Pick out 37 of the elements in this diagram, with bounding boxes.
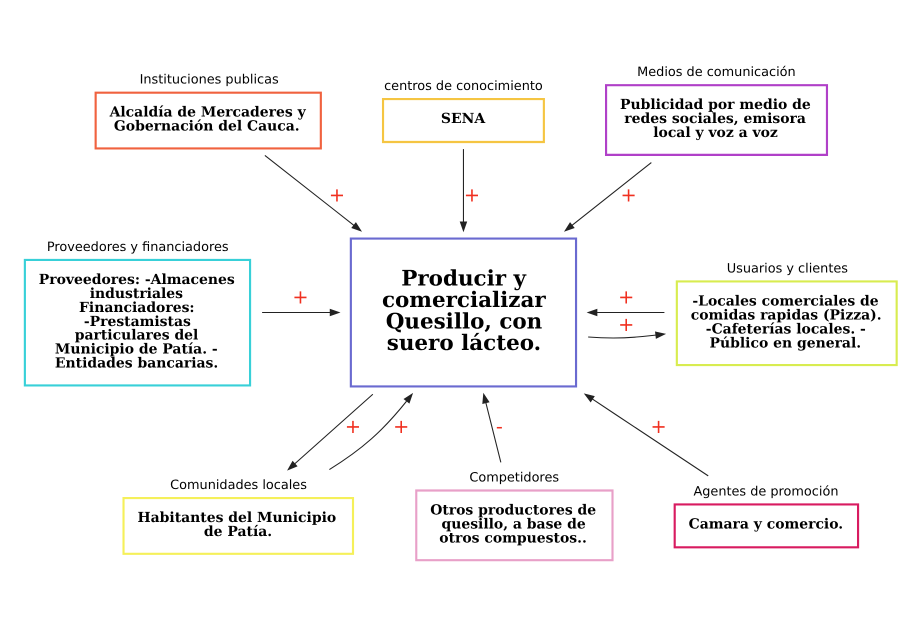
node-label: Medios de comunicación: [637, 65, 796, 80]
arrow: [482, 392, 502, 462]
node-box: Habitantes del Municipio de Patía.: [122, 496, 354, 555]
edge-label: +: [618, 313, 634, 336]
arrow: [329, 392, 414, 470]
edge-label: +: [464, 183, 480, 206]
node-label: Comunidades locales: [170, 478, 307, 494]
edge-label: -: [496, 415, 503, 438]
node-box: Camara y comercio.: [674, 503, 860, 548]
node-label: Usuarios y clientes: [726, 261, 848, 276]
node-box: Alcaldía de Mercaderes y Gobernación del Cauca.: [94, 92, 322, 150]
edge-label: +: [618, 285, 634, 308]
edge-label: +: [393, 415, 410, 438]
arrow: [287, 394, 374, 471]
arrow: [264, 154, 362, 232]
edge-label: +: [620, 183, 637, 206]
node-label: centros de conocimiento: [384, 79, 543, 94]
arrow: [460, 149, 468, 232]
node-box: SENA: [382, 98, 545, 144]
node-label: Proveedores y financiadores: [46, 240, 229, 255]
arrow: [584, 393, 709, 476]
node-box: Otros productores de quesillo, a base de otros compuestos..: [415, 489, 614, 562]
arrow: [564, 162, 652, 232]
edge-label: +: [292, 285, 309, 308]
edge-label: +: [344, 415, 362, 438]
arrow: [588, 331, 666, 339]
node-box: Proveedores: -Almacenes industriales Financiadores: -Prestamistas particulares del Municipio de Patía. - Entidades bancarias.: [24, 258, 252, 386]
node-label: Instituciones publicas: [140, 72, 279, 88]
node-box: Publicidad por medio de redes sociales, emisora local y voz a voz: [605, 84, 828, 156]
arrow: [586, 308, 664, 316]
edge-label: +: [650, 415, 667, 438]
node-box: -Locales comerciales de comidas rapidas (Pizza). -Cafeterías locales. - Público en general.: [676, 280, 898, 366]
edge-label: +: [328, 183, 345, 206]
node-label: Agentes de promoción: [693, 484, 838, 500]
node-label: Competidores: [469, 470, 560, 486]
arrow: [262, 308, 340, 316]
node-box: Producir y comercializar Quesillo, con suero lácteo.: [350, 237, 578, 388]
